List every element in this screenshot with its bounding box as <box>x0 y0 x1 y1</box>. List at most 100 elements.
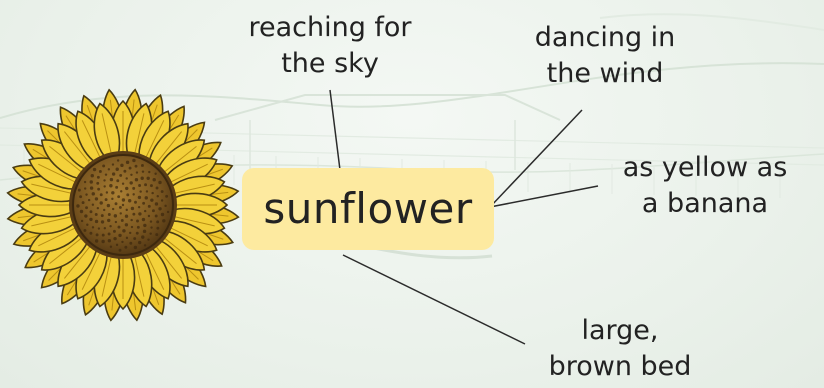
seed-dot <box>103 179 106 182</box>
seed-dot <box>112 229 116 233</box>
seed-dot <box>151 191 154 195</box>
seed-dot <box>77 188 81 192</box>
seed-dot <box>132 193 135 196</box>
seed-dot <box>113 236 117 241</box>
seed-dot <box>109 177 114 182</box>
sunflower-icon <box>6 88 240 322</box>
seed-dot <box>94 197 99 201</box>
seed-dot <box>146 176 150 180</box>
connector-banana <box>489 185 599 208</box>
seed-dot <box>147 214 151 218</box>
connector-wind <box>489 109 583 208</box>
seed-dot <box>126 193 130 197</box>
seed-dot <box>107 239 112 243</box>
seed-dot <box>79 195 83 199</box>
seed-dot <box>104 198 108 202</box>
seed-dot <box>89 217 93 222</box>
seed-dot <box>152 178 156 182</box>
seed-dot <box>125 236 129 240</box>
seed-dot <box>162 219 166 223</box>
seed-dot <box>123 169 127 173</box>
seed-dot <box>81 201 85 205</box>
seed-dot <box>145 190 149 193</box>
connector-bed <box>342 254 526 345</box>
seed-dot <box>99 193 103 197</box>
seed-dot <box>118 233 122 238</box>
seed-dot <box>156 195 159 198</box>
seed-dot <box>121 240 124 244</box>
seed-dot <box>92 167 97 172</box>
seed-dot <box>142 201 146 205</box>
seed-dot <box>141 217 146 222</box>
seed-dot <box>91 203 95 206</box>
seed-dot <box>111 191 115 195</box>
seed-dot <box>115 243 119 247</box>
seed-dot <box>133 245 138 250</box>
seed-dot <box>94 219 99 224</box>
seed-dot <box>103 185 106 188</box>
seed-dot <box>113 214 118 218</box>
seed-dot <box>138 184 142 187</box>
connector-sky <box>329 89 341 171</box>
seed-dot <box>143 223 147 228</box>
seed-dot <box>160 199 164 202</box>
seed-dot <box>79 209 84 214</box>
seed-dot <box>107 232 111 236</box>
seed-dot <box>117 225 121 229</box>
seed-dot <box>121 198 126 202</box>
seed-dot <box>111 172 116 176</box>
seed-dot <box>100 214 104 218</box>
seed-dot <box>119 173 123 177</box>
seed-dot <box>156 220 160 224</box>
seed-dot <box>120 163 124 168</box>
seed-dot <box>137 195 142 200</box>
seed-dot <box>135 231 139 235</box>
seed-dot <box>101 233 105 237</box>
seed-dot <box>154 214 158 218</box>
seed-dot <box>134 164 138 168</box>
seed-dot <box>89 180 93 184</box>
seed-dot <box>105 191 109 194</box>
seed-dot <box>154 202 159 206</box>
seed-dot <box>89 186 94 190</box>
seed-dot <box>119 212 122 215</box>
seed-dot <box>95 233 99 237</box>
seed-dot <box>97 227 101 230</box>
seed-dot <box>144 183 148 187</box>
seed-dot <box>116 159 120 162</box>
seed-dot <box>86 223 89 226</box>
seed-dot <box>132 212 136 216</box>
seed-dot <box>149 232 152 235</box>
seed-dot <box>141 170 145 173</box>
seed-dot <box>164 204 167 208</box>
seed-dot <box>80 219 84 223</box>
seed-dot <box>147 204 151 208</box>
seed-dot <box>83 228 87 232</box>
descriptor-bed: large, brown bed <box>548 315 692 382</box>
seed-dot <box>130 218 133 222</box>
seed-dot <box>129 241 133 245</box>
seed-dot <box>155 233 159 237</box>
seed-dot <box>107 168 111 171</box>
seed-dot <box>149 184 153 188</box>
seed-dot <box>142 229 147 234</box>
seed-dot <box>91 192 95 196</box>
seed-dot <box>154 172 157 175</box>
seed-dot <box>116 179 120 183</box>
seed-dot <box>125 177 128 180</box>
seed-dot <box>89 231 93 235</box>
seed-dot <box>148 170 151 174</box>
seed-dot <box>151 209 155 213</box>
seed-dot <box>117 195 121 199</box>
seed-dot <box>133 237 137 240</box>
seed-dot <box>83 180 87 184</box>
seed-dot <box>121 182 125 185</box>
seed-dot <box>140 176 144 180</box>
seed-dot <box>166 210 170 214</box>
seed-dot <box>124 223 129 227</box>
seed-dot <box>114 220 118 224</box>
seed-dot <box>144 196 148 200</box>
seed-dot <box>90 174 94 178</box>
seed-dot <box>156 226 160 230</box>
